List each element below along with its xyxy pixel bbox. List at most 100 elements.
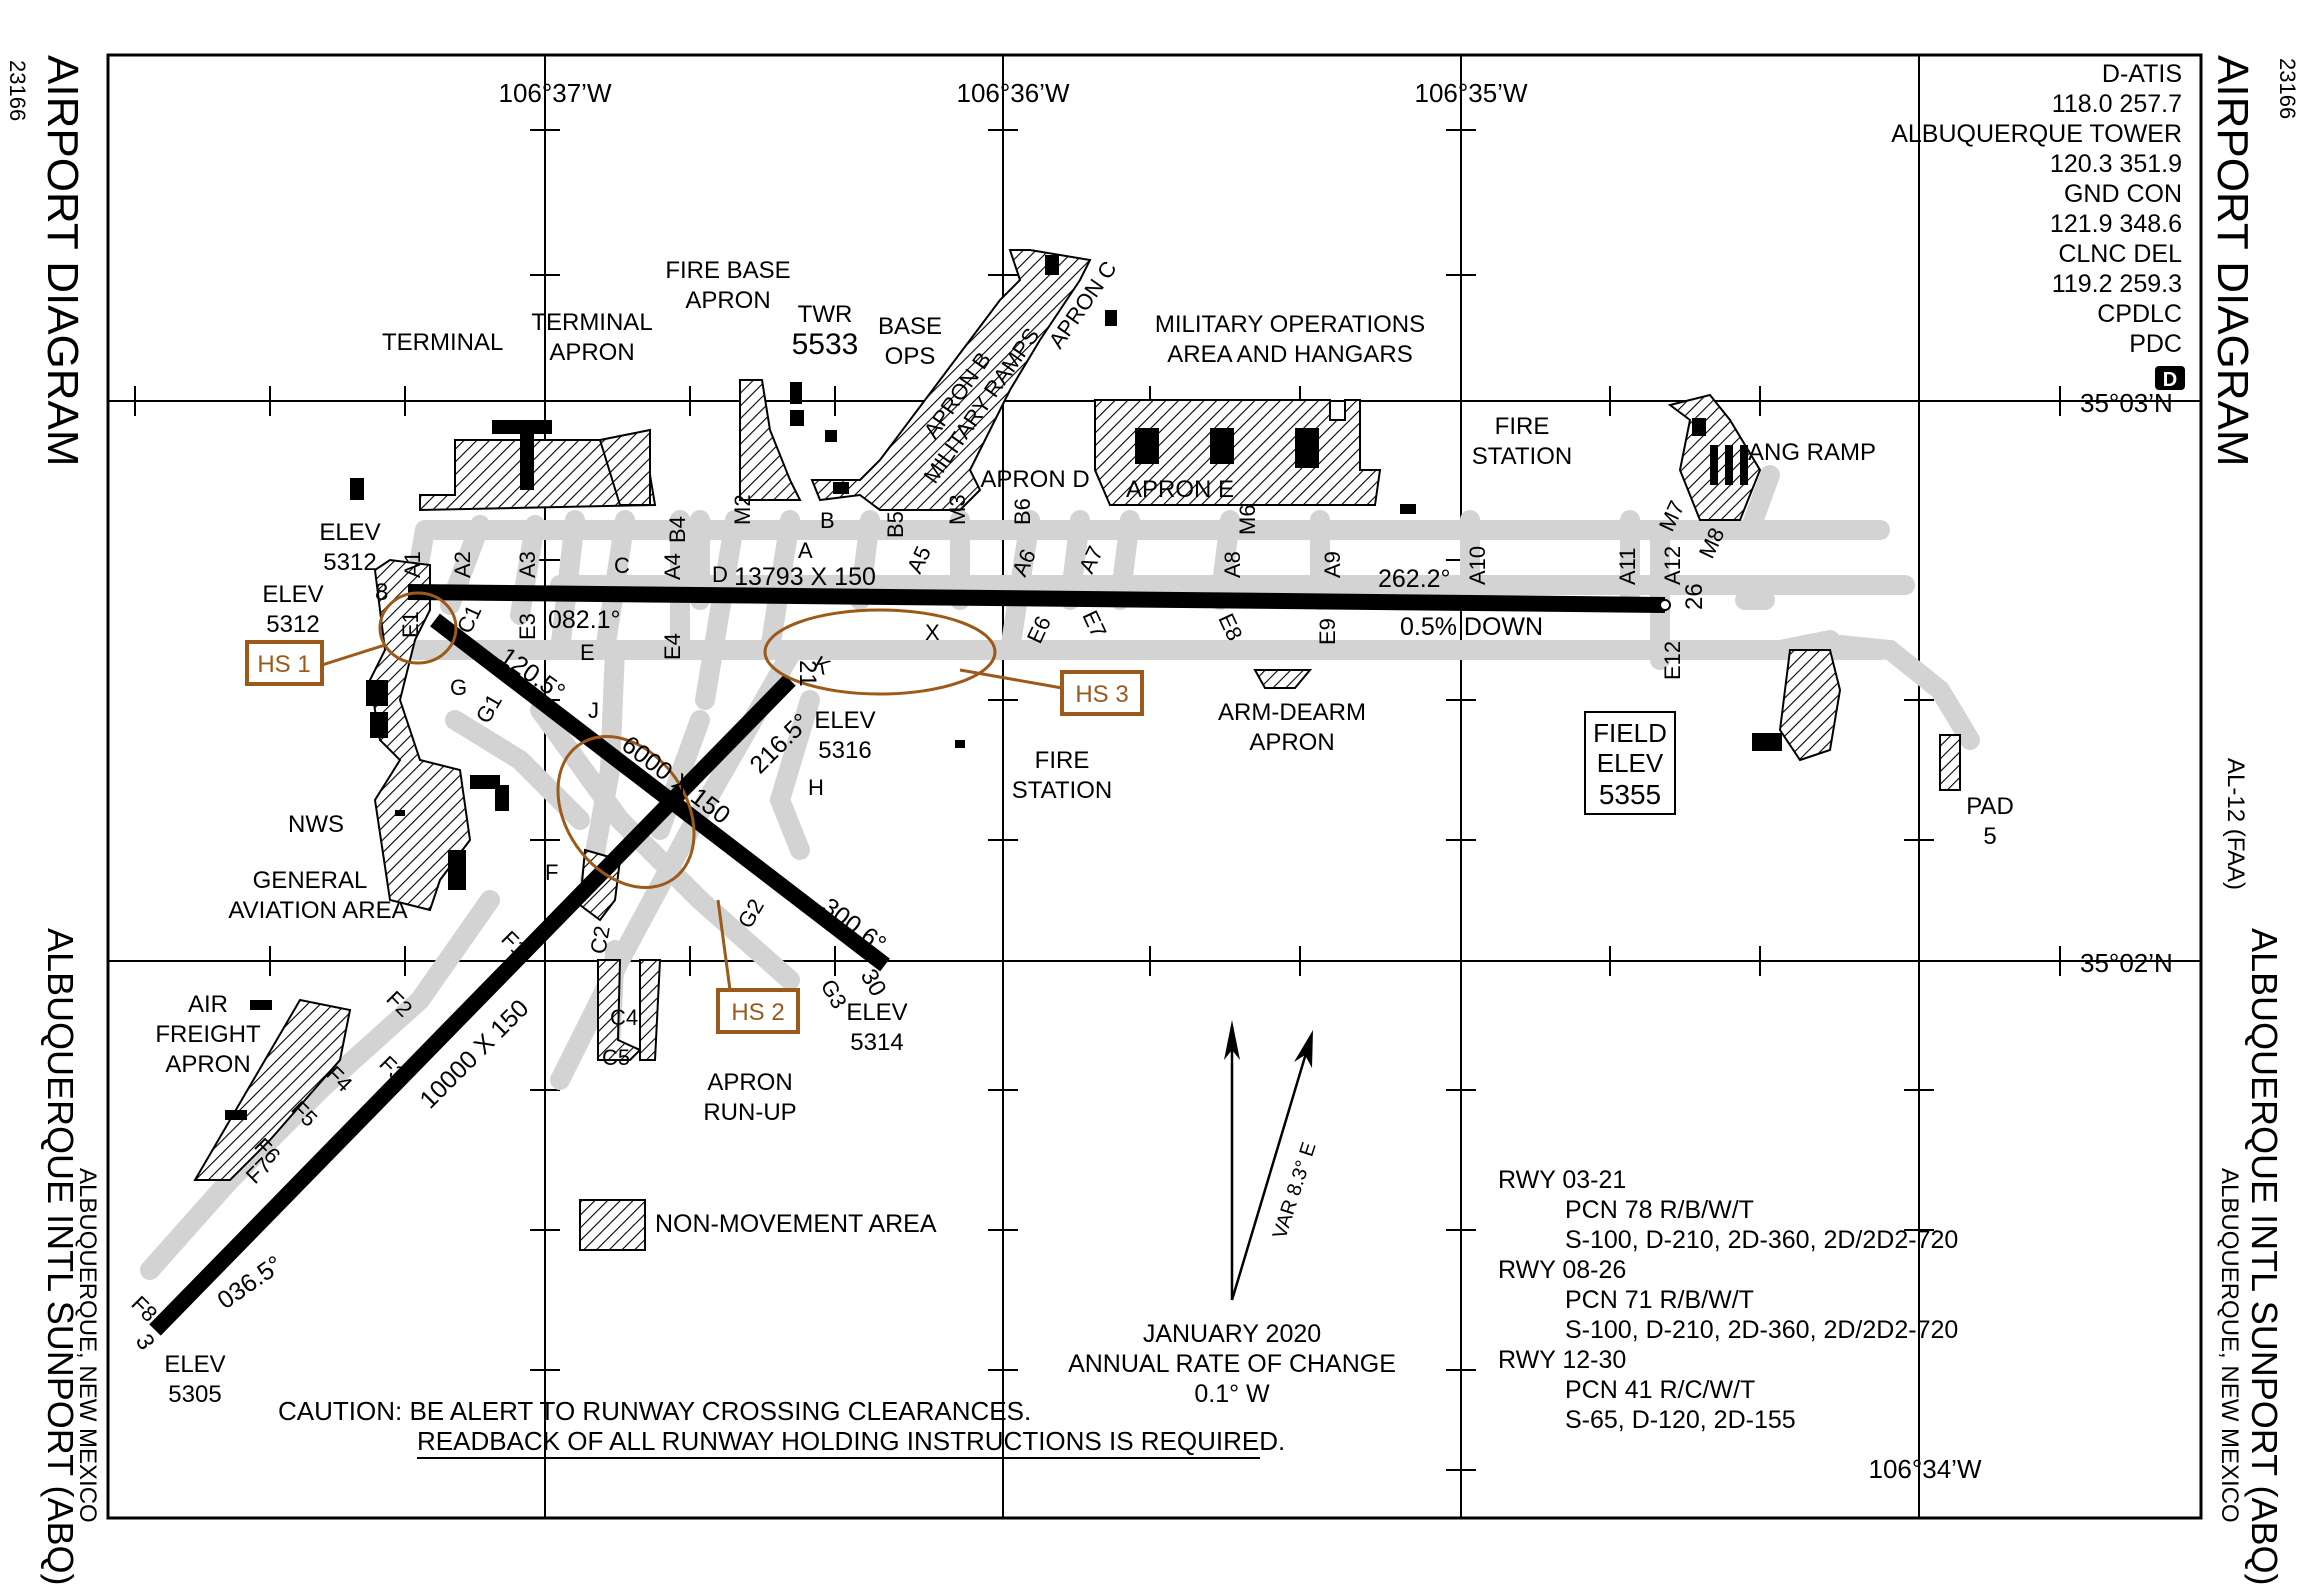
runway-slope: 0.5% DOWN (1400, 613, 1543, 641)
label-pad5-1: PAD (1966, 793, 2014, 820)
rwy-end-30: 30 (855, 965, 892, 1002)
label-pad5-2: 5 (1983, 823, 1996, 850)
comm-4-freq: PDC (2129, 330, 2182, 358)
label-arm-dearm-1: ARM-DEARM (1218, 699, 1366, 726)
field-elev-1: FIELD (1593, 718, 1667, 748)
twy-E4: E4 (660, 633, 685, 660)
airport-name-left: ALBUQUERQUE INTL SUNPORT (ABQ) (40, 928, 81, 1585)
label-apron-runup-1: APRON (707, 1069, 792, 1096)
label-military-ops-2: AREA AND HANGARS (1167, 341, 1412, 368)
twy-A5: A5 (902, 542, 936, 577)
lat-label-1: 35°02’N (2080, 948, 2173, 978)
caution-line-2: READBACK OF ALL RUNWAY HOLDING INSTRUCTI… (417, 1426, 1285, 1456)
label-fire-station-c-2: STATION (1012, 777, 1112, 804)
pcn-0-rwy: RWY 03-21 (1498, 1166, 1626, 1194)
label-ang-ramp: ANG RAMP (1748, 439, 1876, 466)
legend-swatch (579, 1199, 646, 1251)
twy-A11: A11 (1615, 547, 1640, 585)
pcn-2-pcn: PCN 41 R/C/W/T (1565, 1376, 1755, 1404)
comm-0-freq: 118.0 257.7 (2052, 90, 2182, 118)
comm-2-name: GND CON (2064, 180, 2182, 208)
magnetic-north-arrow (1294, 1030, 1313, 1068)
twy-E9: E9 (1315, 618, 1340, 645)
runway-03-21 (149, 674, 796, 1336)
elev-1-label: ELEV (262, 581, 323, 608)
comm-3-name: CLNC DEL (2058, 240, 2182, 268)
pcn-2-rwy: RWY 12-30 (1498, 1346, 1626, 1374)
airport-name-right: ALBUQUERQUE INTL SUNPORT (ABQ) (2244, 928, 2285, 1585)
label-air-freight-2: FREIGHT (155, 1021, 261, 1048)
chart-id-right: 23166 (2275, 58, 2300, 119)
buildings (225, 255, 1782, 1120)
city-left: ALBUQUERQUE, NEW MEXICO (74, 1168, 101, 1523)
taxiway-network (140, 450, 1980, 1280)
field-elev-3: 5355 (1599, 779, 1661, 810)
twy-A4: A4 (660, 553, 685, 580)
comm-2-freq: 121.9 348.6 (2050, 210, 2182, 238)
chart-title-left: AIRPORT DIAGRAM (38, 55, 87, 467)
magvar-annual: ANNUAL RATE OF CHANGE (1068, 1350, 1396, 1378)
caution-line-1: CAUTION: BE ALERT TO RUNWAY CROSSING CLE… (278, 1396, 1031, 1426)
pcn-2-weights: S-65, D-120, 2D-155 (1565, 1406, 1796, 1434)
elev-4-label: ELEV (164, 1351, 225, 1378)
magvar-date: JANUARY 2020 (1143, 1320, 1321, 1348)
label-general-aviation-2: AVIATION AREA (228, 897, 407, 924)
twy-F: F (545, 860, 558, 885)
side-label: AL-12 (FAA) (2222, 758, 2249, 890)
twy-A1: A1 (400, 551, 425, 578)
twy-X: X (925, 620, 940, 645)
label-terminal: TERMINAL (382, 329, 503, 356)
magnetic-north-line (1230, 1039, 1312, 1301)
pcn-0-weights: S-100, D-210, 2D-360, 2D/2D2-720 (1565, 1226, 1958, 1254)
field-elev-2: ELEV (1597, 748, 1664, 778)
elev-0-label: ELEV (319, 519, 380, 546)
elev-2-value: 5316 (818, 737, 871, 764)
label-apron-runup-2: RUN-UP (703, 1099, 796, 1126)
lat-label-0: 35°03’N (2080, 388, 2173, 418)
elev-1-value: 5312 (266, 611, 319, 638)
twy-B6: B6 (1010, 498, 1035, 525)
twy-J: J (588, 698, 599, 723)
label-nws: NWS (288, 811, 344, 838)
twy-C: C (614, 553, 630, 578)
label-base-ops-2: OPS (885, 343, 936, 370)
label-apron-d: APRON D (980, 466, 1089, 493)
twy-C5: C5 (602, 1045, 630, 1070)
hot-spot-ovals (378, 591, 997, 889)
twy-E3: E3 (515, 613, 540, 640)
label-apron-e: APRON E (1126, 476, 1234, 503)
twy-E8: E8 (1213, 610, 1247, 645)
labels: 23166 AIRPORT DIAGRAM ALBUQUERQUE INTL S… (5, 55, 2300, 1585)
comm-3-freq: 119.2 259.3 (2052, 270, 2182, 298)
map-frame (106, 53, 2203, 1520)
rwy-08-26-dimensions: 13793 X 150 (734, 563, 876, 591)
cpdlc-badge: D (2163, 369, 2177, 391)
label-fire-base-1: FIRE BASE (665, 257, 790, 284)
runway-26-threshold (1659, 599, 1671, 611)
runway-12-30 (430, 613, 890, 972)
twy-B4: B4 (665, 516, 690, 543)
twy-G: G (450, 675, 467, 700)
label-fire-station-ne-2: STATION (1472, 443, 1572, 470)
lon-label-2: 106°35’W (1414, 78, 1527, 108)
elev-3-label: ELEV (846, 999, 907, 1026)
pcn-1-pcn: PCN 71 R/B/W/T (1565, 1286, 1754, 1314)
label-fire-base-2: APRON (685, 287, 770, 314)
label-twr-elev: 5533 (792, 328, 859, 361)
twy-A: A (798, 538, 813, 563)
pcn-1-rwy: RWY 08-26 (1498, 1256, 1626, 1284)
twy-E12: E12 (1660, 641, 1685, 680)
elev-0-value: 5312 (323, 549, 376, 576)
twy-M2: M3 (945, 494, 970, 525)
twy-A9: A9 (1320, 551, 1345, 578)
grid-ticks (134, 129, 2061, 1471)
comm-0-name: D-ATIS (2102, 60, 2182, 88)
non-movement-areas (193, 249, 1961, 1181)
label-twr: TWR (798, 301, 853, 328)
cpdlc-badge-box (2155, 366, 2185, 390)
elev-2-label: ELEV (814, 707, 875, 734)
hot-spot-1: HS 1 (257, 651, 310, 678)
twy-C4: C4 (610, 1005, 638, 1030)
field-elev-box (1584, 711, 1676, 815)
label-fire-station-c-1: FIRE (1035, 747, 1090, 774)
